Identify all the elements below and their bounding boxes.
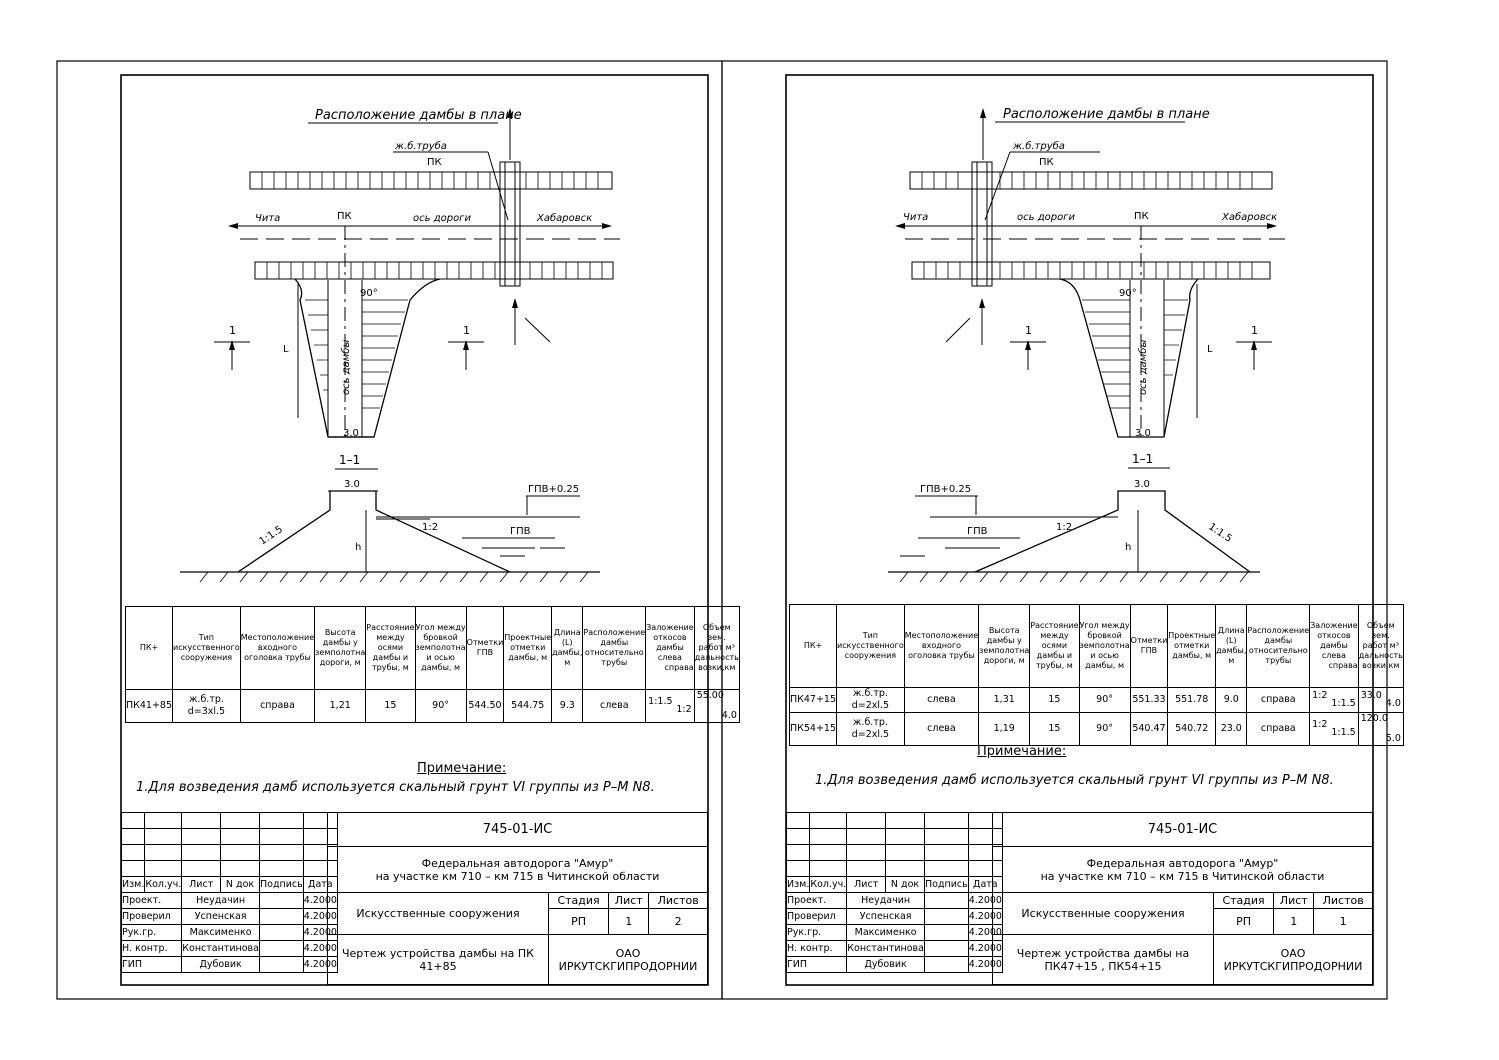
plan-width-label: 3.0	[1135, 428, 1151, 439]
section-width-label: 3.0	[1134, 479, 1150, 490]
note-title-left: Примечание:	[417, 761, 507, 776]
th-dist: Расстояние между осями дамбы и трубы, м	[1029, 604, 1080, 688]
th-type: Тип искусственного сооружения	[172, 606, 241, 690]
pk-axis-label: ПК	[337, 211, 352, 222]
slope-right-label: 1:2	[422, 522, 438, 533]
th-angle: Угол между бровкой земполотна и осью дам…	[1078, 604, 1131, 688]
plan-title: Расположение дамбы в плане	[1003, 107, 1210, 122]
section-mark-left: 1	[1025, 324, 1032, 337]
level-label: ГПВ	[967, 526, 988, 537]
section-title: 1–1	[1132, 452, 1153, 466]
section-title: 1–1	[339, 453, 360, 467]
length-label: L	[283, 344, 289, 355]
dam-axis-label: ось дамбы	[340, 340, 352, 395]
th-dist: Расстояние между осями дамбы и трубы, м	[365, 606, 416, 690]
note-text-left: 1.Для возведения дамб используется скаль…	[136, 780, 655, 795]
th-type: Тип искусственного сооружения	[836, 604, 905, 688]
level-top-label: ГПВ+0.25	[528, 484, 579, 495]
pk-top-label: ПК	[427, 157, 442, 168]
plan-width-label: 3.0	[343, 428, 359, 439]
angle-label: 90°	[1119, 288, 1137, 299]
height-label: h	[1125, 542, 1131, 553]
spec-table-right: ПК+ Тип искусственного сооружения Местоп…	[788, 604, 1404, 746]
road-axis-label: ось дороги	[413, 213, 471, 224]
table-row: ПК47+15 ж.б.тр. d=2xl.5 слева 1,31 15 90…	[788, 687, 1404, 713]
th-angle: Угол между бровкой земполотна и осью дам…	[414, 606, 467, 690]
slope-right-label: 1:1.5	[1206, 521, 1233, 544]
pipe-label: ж.б.труба	[394, 140, 447, 152]
section-width-label: 3.0	[344, 479, 360, 490]
th-inlet: Местоположение входного оголовка трубы	[903, 604, 980, 688]
th-height: Высота дамбы у земполотна дороги, м	[314, 606, 367, 690]
th-position: Расположение дамбы относительно трубы	[582, 606, 647, 690]
th-gpv: Отметки ГПВ	[465, 606, 505, 690]
stamp-main-right: 745-01-ИС Федеральная автодорога "Амур"н…	[992, 812, 1373, 985]
stamp-main-left: 745-01-ИС Федеральная автодорога "Амур"н…	[327, 812, 708, 985]
th-inlet: Местоположение входного оголовка трубы	[239, 606, 316, 690]
stamp-signatures-left: Изм. Кол.уч. Лист N док Подпись Дата Про…	[120, 812, 338, 973]
table-row: ПК54+15 ж.б.тр. d=2xl.5 слева 1,19 15 90…	[788, 711, 1404, 746]
plan-drawing-left: Расположение дамбы в плане ж.б.труба ПК …	[180, 108, 620, 583]
spec-table-left: ПК+ Тип искусственного сооружения Местоп…	[124, 606, 740, 723]
th-len: Длина (L) дамбы, м	[1215, 604, 1248, 688]
th-position: Расположение дамбы относительно трубы	[1246, 604, 1311, 688]
note-title-right: Примечание:	[977, 744, 1067, 759]
th-height: Высота дамбы у земполотна дороги, м	[978, 604, 1031, 688]
table-row: ПК41+85 ж.б.тр. d=3xl.5 справа 1,21 15 9…	[124, 689, 740, 723]
road-axis-label: ось дороги	[1017, 212, 1075, 223]
dam-axis-label: ось дамбы	[1137, 340, 1149, 395]
level-top-label: ГПВ+0.25	[920, 484, 971, 495]
doc-code: 745-01-ИС	[992, 812, 1373, 847]
angle-label: 90°	[360, 288, 378, 299]
th-gpv: Отметки ГПВ	[1129, 604, 1169, 688]
note-text-right: 1.Для возведения дамб используется скаль…	[815, 773, 1334, 788]
section-mark-right: 1	[1251, 324, 1258, 337]
doc-code: 745-01-ИС	[327, 812, 708, 847]
sheet-left: Расположение дамбы в плане ж.б.труба ПК …	[120, 108, 740, 985]
th-elev: Проектные отметки дамбы, м	[503, 606, 553, 690]
height-label: h	[355, 542, 361, 553]
level-label: ГПВ	[510, 526, 531, 537]
right-city: Хабаровск	[536, 212, 592, 224]
th-len: Длина (L) дамбы, м	[551, 606, 584, 690]
left-city: Чита	[903, 212, 928, 223]
th-pk: ПК+	[124, 606, 174, 690]
plan-title: Расположение дамбы в плане	[315, 108, 522, 123]
pk-axis-label: ПК	[1134, 211, 1149, 222]
th-elev: Проектные отметки дамбы, м	[1167, 604, 1217, 688]
th-pk: ПК+	[788, 604, 838, 688]
plan-drawing-right: Расположение дамбы в плане ж.б.труба ПК …	[888, 107, 1285, 583]
stamp-signatures-right: Изм. Кол.уч. Лист N док Подпись Дата Про…	[785, 812, 1003, 973]
left-city: Чита	[255, 213, 280, 224]
slope-left-label: 1:2	[1056, 522, 1072, 533]
length-label: L	[1207, 344, 1213, 355]
pk-top-label: ПК	[1039, 157, 1054, 168]
section-mark-right: 1	[463, 324, 470, 337]
pipe-label: ж.б.труба	[1012, 140, 1065, 152]
right-city: Хабаровск	[1221, 211, 1277, 223]
section-mark-left: 1	[229, 324, 236, 337]
